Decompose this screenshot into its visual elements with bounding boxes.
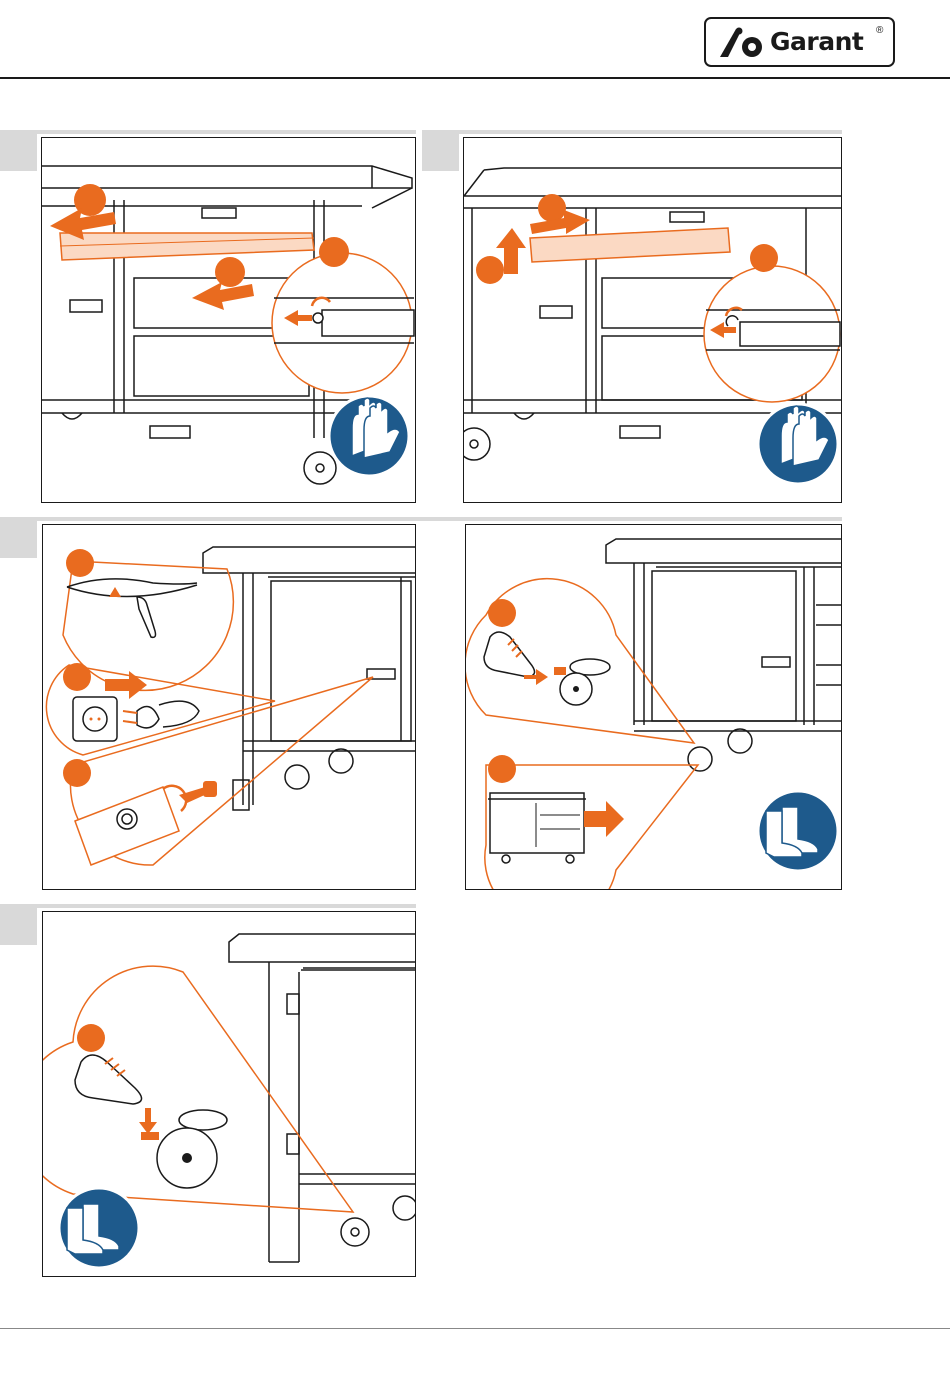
panel-apply-brake (42, 911, 416, 1277)
panel-power-and-lock (42, 524, 416, 890)
step-tab (0, 521, 37, 558)
garant-logo-mark-icon (718, 25, 766, 59)
step-tab (422, 134, 459, 171)
panel-remove-shelf-right (463, 137, 842, 503)
registered-mark: ® (876, 25, 883, 36)
step-strip (422, 130, 842, 134)
step-tab (0, 134, 37, 171)
header-rule (0, 77, 950, 79)
brand-name: Garant (770, 27, 863, 56)
panel-remove-shelf-left (41, 137, 416, 503)
garant-logo: Garant ® (704, 17, 895, 67)
step-strip (0, 517, 842, 521)
footer-rule (0, 1328, 950, 1329)
step-tab (0, 908, 37, 945)
panel-release-brake-move (465, 524, 842, 890)
step-strip (0, 130, 416, 134)
step-strip (0, 904, 416, 908)
